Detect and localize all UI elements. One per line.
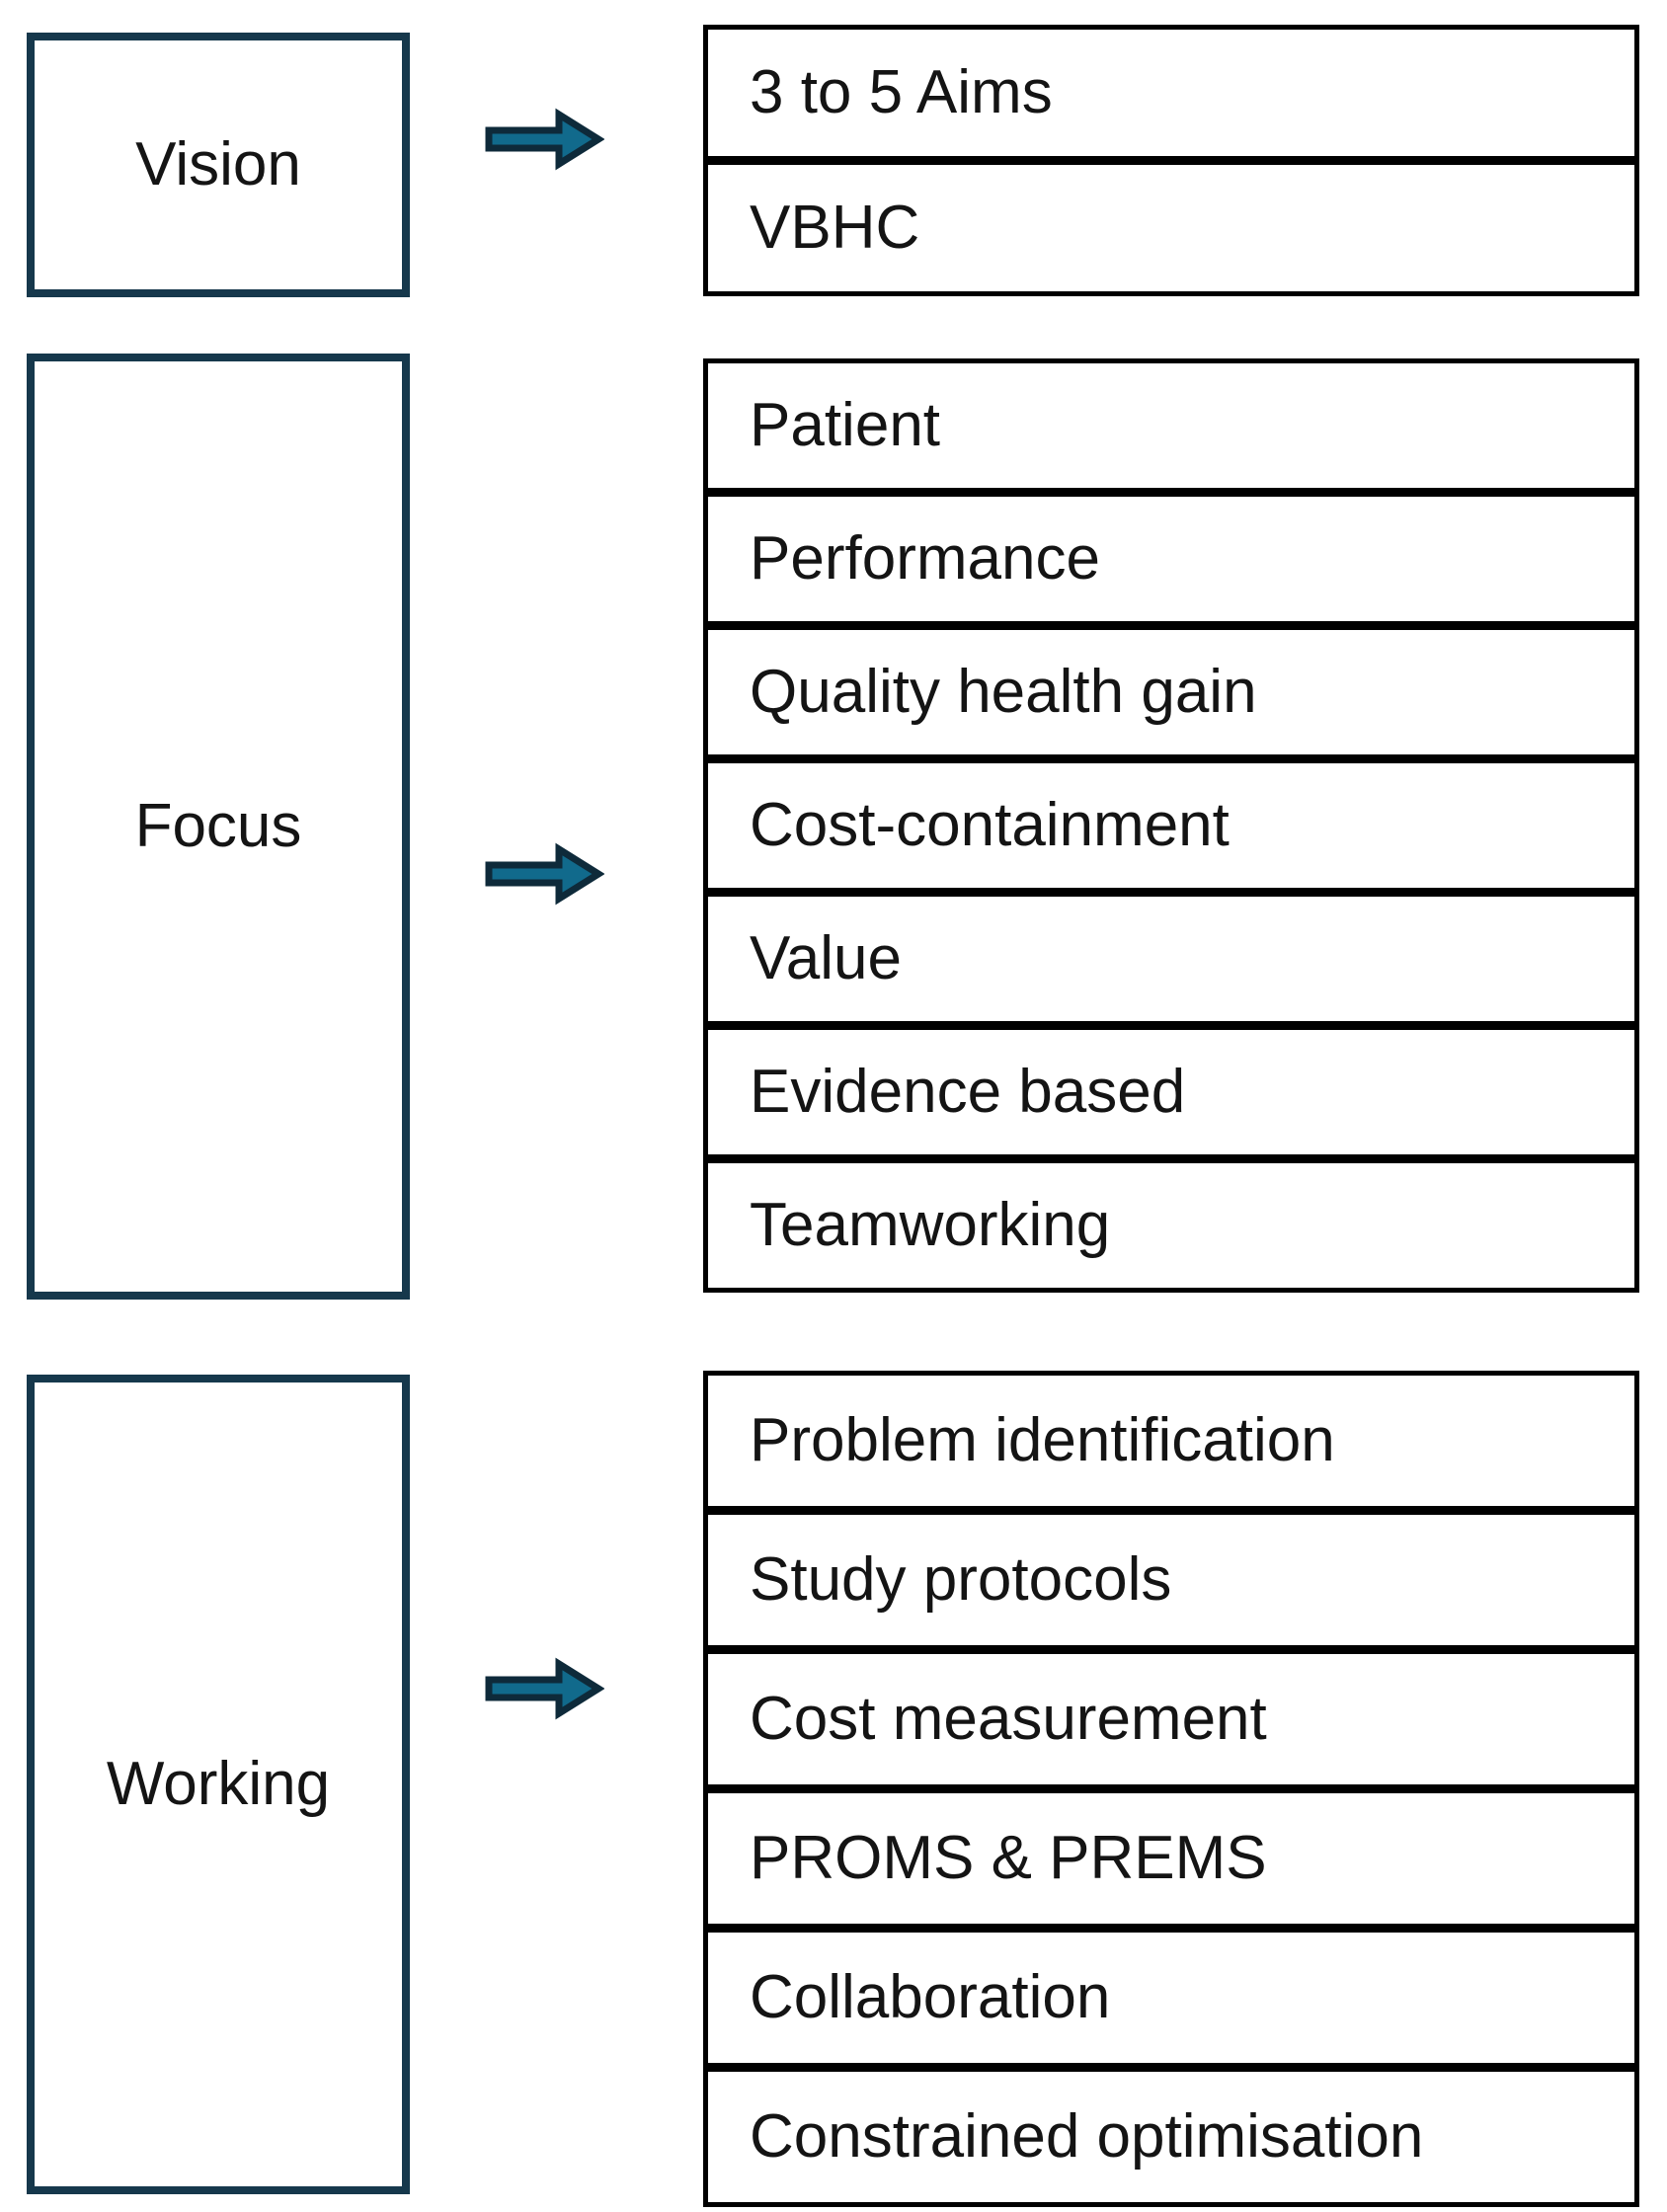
- list-item-label: Constrained optimisation: [750, 2102, 1424, 2171]
- list-item-label: Quality health gain: [750, 658, 1257, 726]
- focus-box: Focus: [27, 354, 410, 1300]
- list-item: VBHC: [703, 160, 1639, 296]
- focus-items-group: Patient Performance Quality health gain …: [703, 358, 1639, 1293]
- right-arrow-icon: [485, 108, 604, 171]
- list-item-label: Teamworking: [750, 1191, 1111, 1259]
- list-item: Study protocols: [703, 1510, 1639, 1650]
- right-arrow-icon: [485, 1657, 604, 1720]
- focus-label: Focus: [134, 792, 302, 860]
- list-item: Cost-containment: [703, 758, 1639, 893]
- list-item-label: PROMS & PREMS: [750, 1824, 1267, 1892]
- list-item: Performance: [703, 492, 1639, 626]
- list-item-label: Cost measurement: [750, 1685, 1267, 1753]
- right-arrow-icon: [485, 842, 604, 906]
- working-box: Working: [27, 1375, 410, 2194]
- working-label: Working: [106, 1750, 331, 1818]
- list-item-label: VBHC: [750, 194, 920, 262]
- list-item: PROMS & PREMS: [703, 1788, 1639, 1929]
- list-item: Problem identification: [703, 1371, 1639, 1511]
- list-item: Cost measurement: [703, 1649, 1639, 1789]
- list-item: Evidence based: [703, 1025, 1639, 1159]
- list-item: Patient: [703, 358, 1639, 493]
- list-item-label: Performance: [750, 524, 1100, 592]
- list-item-label: Evidence based: [750, 1058, 1186, 1126]
- list-item-label: Collaboration: [750, 1963, 1111, 2031]
- vision-items-group: 3 to 5 Aims VBHC: [703, 25, 1639, 296]
- vision-box: Vision: [27, 33, 410, 297]
- list-item: Quality health gain: [703, 625, 1639, 759]
- list-item: Value: [703, 892, 1639, 1026]
- working-items-group: Problem identification Study protocols C…: [703, 1371, 1639, 2207]
- list-item: Teamworking: [703, 1158, 1639, 1293]
- list-item-label: Value: [750, 924, 902, 992]
- vision-label: Vision: [135, 130, 301, 198]
- list-item: 3 to 5 Aims: [703, 25, 1639, 161]
- list-item-label: Patient: [750, 391, 941, 459]
- list-item: Collaboration: [703, 1928, 1639, 2068]
- list-item-label: 3 to 5 Aims: [750, 58, 1053, 126]
- list-item-label: Cost-containment: [750, 791, 1230, 859]
- list-item: Constrained optimisation: [703, 2067, 1639, 2207]
- list-item-label: Study protocols: [750, 1545, 1172, 1614]
- list-item-label: Problem identification: [750, 1406, 1335, 1474]
